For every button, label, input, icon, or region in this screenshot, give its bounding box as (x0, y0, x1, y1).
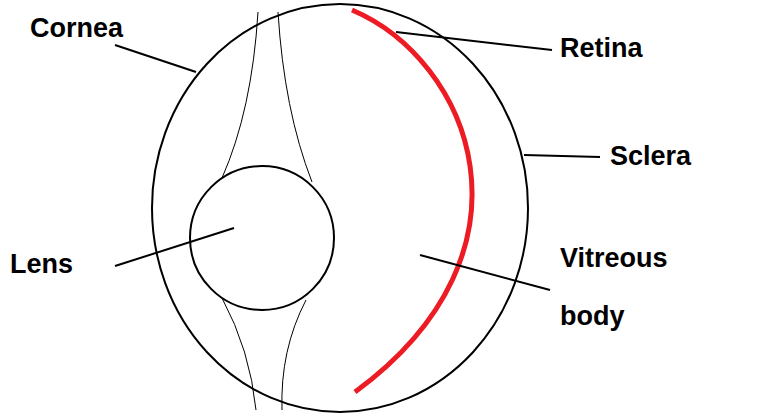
leader-line (115, 228, 234, 266)
part-label: Lens (10, 248, 73, 280)
ligament-line (222, 12, 258, 178)
ligament-line (278, 12, 312, 182)
leader-line (396, 32, 552, 50)
leader-line (115, 45, 196, 72)
lens-shape (190, 166, 334, 310)
ligament-line (282, 300, 306, 410)
part-label: Retina (560, 32, 643, 64)
leader-line (420, 255, 550, 290)
ligament-line (222, 298, 256, 410)
part-label: Vitreous body (560, 229, 688, 345)
part-label: Sclera (610, 140, 691, 172)
eye-outline (152, 4, 528, 412)
leader-line (524, 155, 600, 157)
retina-arc (352, 10, 472, 392)
part-label: Cornea (30, 12, 123, 44)
